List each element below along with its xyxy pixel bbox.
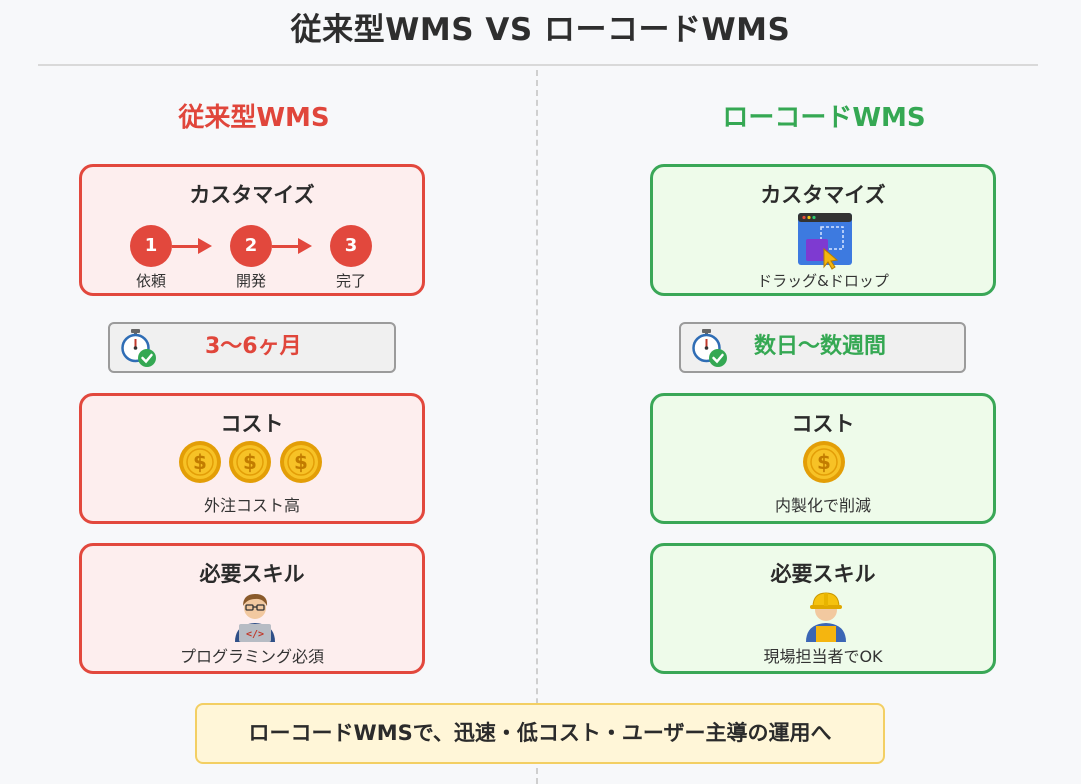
column-divider bbox=[536, 70, 538, 784]
customize-title: カスタマイズ bbox=[189, 183, 315, 207]
drag-drop-window-icon bbox=[798, 213, 852, 270]
traditional-duration-bar: 3〜6ヶ月 bbox=[108, 322, 396, 373]
lowcode-duration-bar: 数日〜数週間 bbox=[679, 322, 966, 373]
step-1-circle: 1 bbox=[130, 225, 172, 267]
arrowhead-2 bbox=[298, 238, 312, 254]
coin-dollar-icon: $ bbox=[179, 441, 221, 483]
customize-title: カスタマイズ bbox=[760, 183, 886, 207]
page-title: 従来型WMS VS ローコードWMS bbox=[290, 12, 791, 48]
step-3-label: 完了 bbox=[335, 272, 366, 290]
cost-title: コスト bbox=[220, 412, 284, 436]
step-3-circle: 3 bbox=[330, 225, 372, 267]
traditional-customize-card: カスタマイズ 1 2 3 依頼 開発 完了 bbox=[79, 164, 425, 296]
lowcode-cost-card: コスト $ 内製化で削減 bbox=[650, 393, 996, 524]
svg-text:$: $ bbox=[193, 450, 207, 474]
cost-title: コスト bbox=[791, 412, 855, 436]
conclusion-banner: ローコードWMSで、迅速・低コスト・ユーザー主導の運用へ bbox=[195, 703, 885, 764]
stopwatch-check-icon bbox=[121, 329, 156, 367]
step-1-label: 依頼 bbox=[135, 272, 166, 290]
svg-text:$: $ bbox=[243, 450, 257, 474]
lowcode-duration-text: 数日〜数週間 bbox=[754, 334, 887, 359]
svg-text:$: $ bbox=[294, 450, 308, 474]
arrowhead-1 bbox=[198, 238, 212, 254]
lowcode-wms-heading: ローコードWMS bbox=[722, 103, 926, 133]
step-2-circle: 2 bbox=[230, 225, 272, 267]
coin-dollar-icon: $ bbox=[229, 441, 271, 483]
developer-laptop-icon: </> bbox=[235, 594, 275, 642]
skill-caption: 現場担当者でOK bbox=[763, 647, 883, 666]
coin-dollar-icon: $ bbox=[803, 441, 845, 483]
svg-text:</>: </> bbox=[246, 629, 264, 640]
title-divider bbox=[38, 64, 1038, 66]
skill-title: 必要スキル bbox=[770, 562, 876, 586]
traditional-cost-card: コスト $ $ $ 外注コスト高 bbox=[79, 393, 425, 524]
traditional-skill-card: 必要スキル </> プログラミング必須 bbox=[79, 543, 425, 674]
coin-dollar-icon: $ bbox=[280, 441, 322, 483]
lowcode-customize-card: カスタマイズ ドラッグ&ドロップ bbox=[650, 164, 996, 296]
customize-caption: ドラッグ&ドロップ bbox=[757, 272, 889, 290]
traditional-duration-text: 3〜6ヶ月 bbox=[205, 334, 302, 359]
step-2-label: 開発 bbox=[235, 272, 266, 290]
svg-text:$: $ bbox=[817, 450, 831, 474]
skill-title: 必要スキル bbox=[199, 562, 305, 586]
step-arrow-1 bbox=[172, 245, 200, 248]
cost-caption: 外注コスト高 bbox=[203, 496, 300, 515]
step-arrow-2 bbox=[272, 245, 300, 248]
worker-hardhat-icon bbox=[806, 592, 846, 642]
traditional-wms-heading: 従来型WMS bbox=[178, 103, 330, 133]
cost-caption: 内製化で削減 bbox=[774, 496, 871, 515]
skill-caption: プログラミング必須 bbox=[179, 647, 324, 666]
stopwatch-check-icon bbox=[692, 329, 727, 367]
lowcode-skill-card: 必要スキル 現場担当者でOK bbox=[650, 543, 996, 674]
